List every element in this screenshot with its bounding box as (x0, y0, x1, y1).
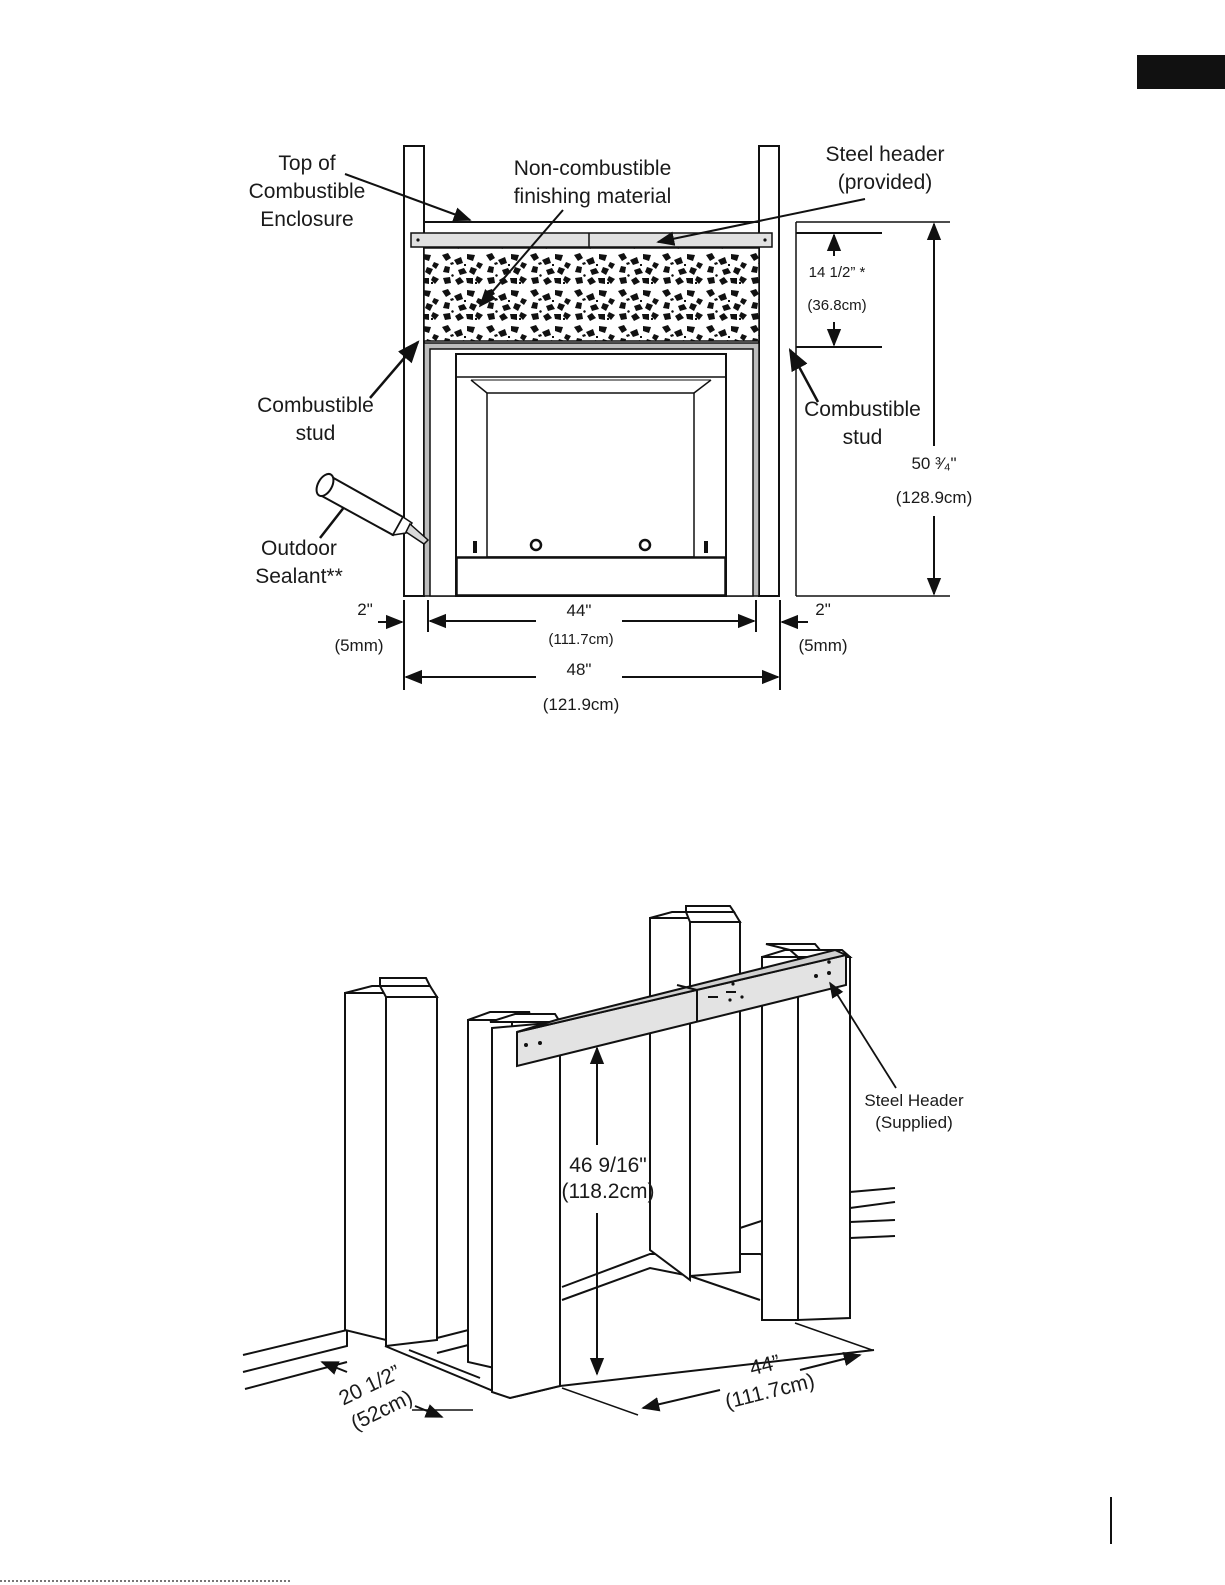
label-combustible-stud-left: Combustible stud (243, 392, 388, 448)
label-outdoor-sealant: Outdoor Sealant** (240, 535, 358, 591)
left-stud-pair (345, 978, 437, 1346)
dim-header-height: 14 1/2” * (804, 263, 870, 283)
bottom-dotted-edge (0, 1580, 290, 1582)
dim-right-gap: 2" (808, 599, 838, 621)
dim-outer-width-metric: (121.9cm) (535, 694, 627, 716)
dim-left-gap-metric: (5mm) (327, 635, 391, 657)
footer-rule (1110, 1497, 1112, 1544)
back-stud-pair (650, 906, 740, 1280)
dim-inner-width-metric: (111.7cm) (535, 630, 627, 650)
dim-inner-width: 44" (554, 600, 604, 622)
dim-header-height-metric: (36.8cm) (804, 296, 870, 316)
label-non-combustible: Non-combustible finishing material (490, 155, 695, 211)
dim-outer-width: 48" (554, 659, 604, 681)
front-stud-pair (468, 1012, 560, 1398)
dim-total-height: 50 ³⁄₄" (895, 453, 973, 475)
dim-iso-height-metric: (118.2cm) (553, 1178, 663, 1206)
label-steel-header: Steel header (provided) (810, 141, 960, 197)
label-top-of-enclosure: Top of Combustible Enclosure (237, 150, 377, 234)
dim-total-height-metric: (128.9cm) (891, 487, 977, 509)
dim-left-gap: 2" (350, 599, 380, 621)
dim-right-gap-metric: (5mm) (791, 635, 855, 657)
label-iso-steel-header: Steel Header (Supplied) (848, 1090, 980, 1134)
dim-iso-height: 46 9/16" (558, 1152, 658, 1180)
label-combustible-stud-right: Combustible stud (790, 396, 935, 452)
